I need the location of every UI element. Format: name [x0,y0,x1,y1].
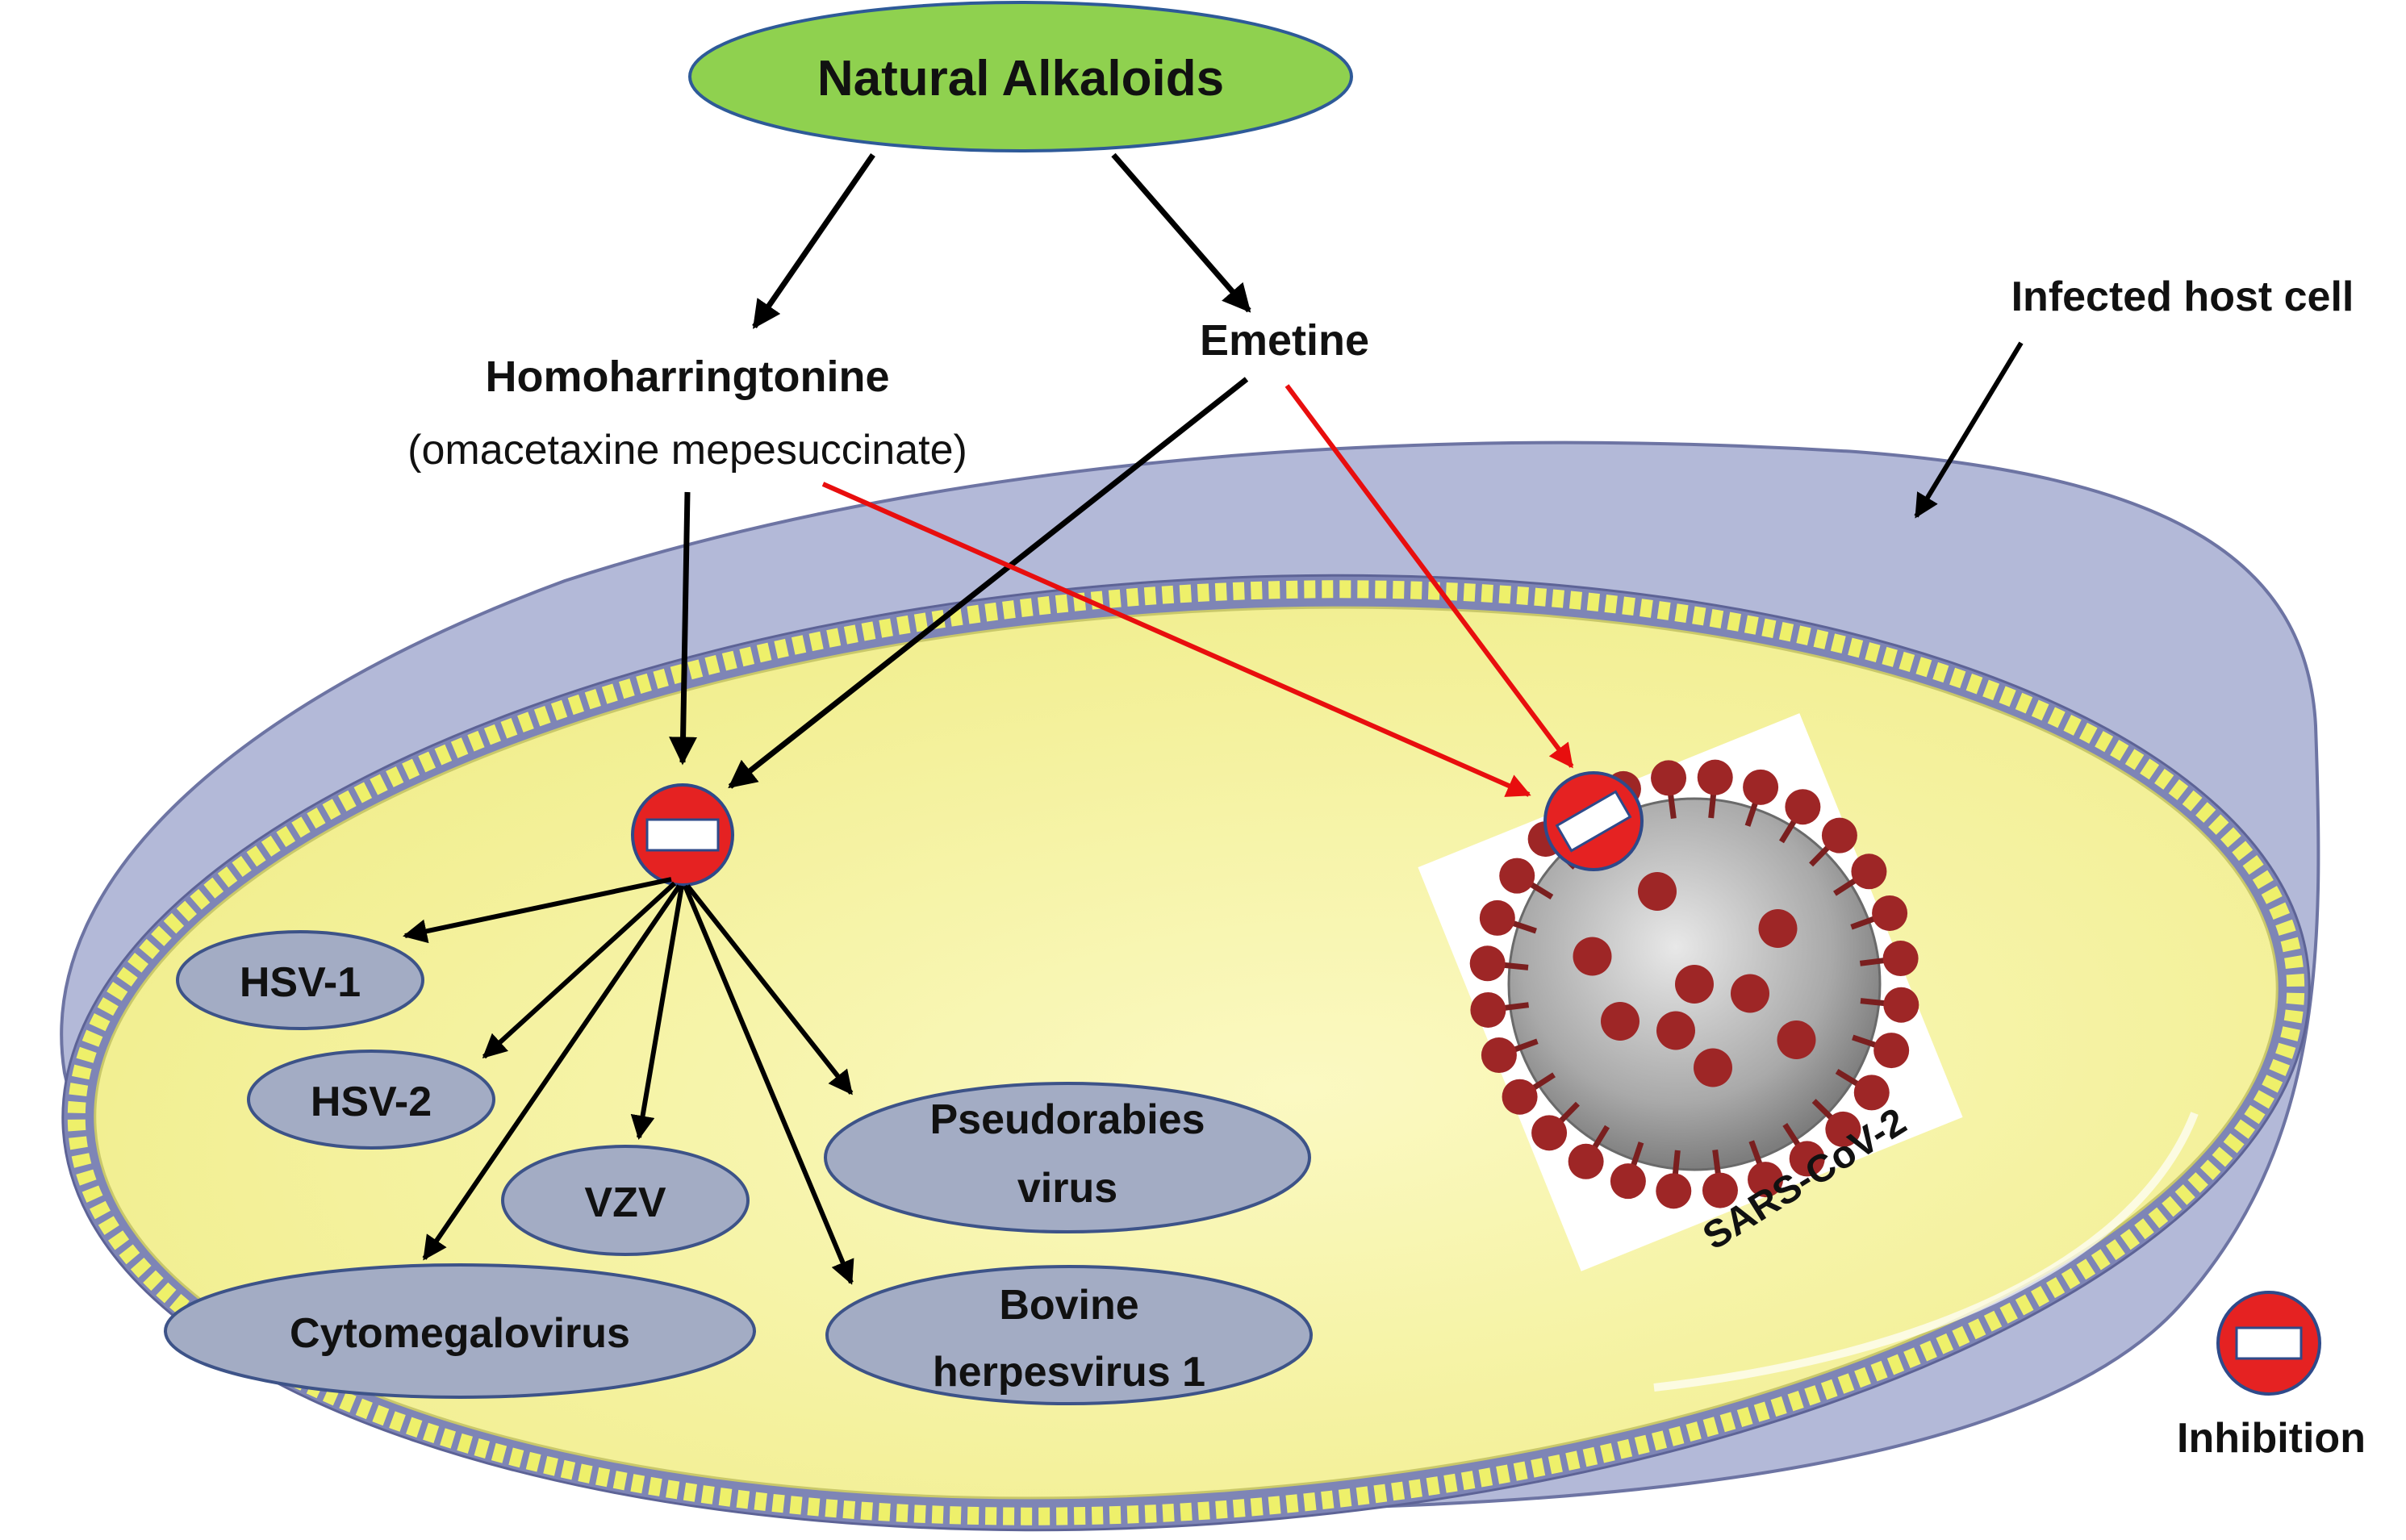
spike-protein [1531,1115,1568,1151]
inhibition-symbol-sars [1543,771,1644,871]
spike-protein [1656,1173,1692,1209]
spike-protein [1743,769,1779,805]
arrow-host-cell-pointer [1914,341,2024,519]
spike-protein [1694,1048,1732,1087]
spike-protein [1568,1143,1604,1179]
spike-protein [1601,1002,1640,1041]
host-cell-label: Infected host cell [2011,273,2354,320]
spike-protein [1469,945,1506,982]
pseudorabies-label-line1: Pseudorabies [929,1096,1205,1143]
spike-protein [1638,872,1677,911]
hsv1-label: HSV-1 [240,959,361,1006]
spike-protein [1872,895,1908,931]
arrow-homoharringtonine-to-inhibition [669,491,698,766]
cell-membrane-beads [67,580,2305,1525]
spike-protein [1873,1033,1910,1069]
virus-pseudorabies: Pseudorabies virus [824,1082,1311,1233]
spike-protein [1470,991,1506,1028]
root-label: Natural Alkaloids [817,51,1224,106]
spike-protein [1479,899,1515,936]
spike-protein [1777,1020,1816,1059]
spike-protein [1502,1079,1538,1115]
spike-protein [1785,789,1821,825]
spike-protein [1758,909,1798,948]
legend-inhibition: Inhibition [2177,1291,2366,1462]
spike-protein [1675,965,1714,1004]
homoharringtonine-label: Homoharringtonine [486,353,890,401]
spike-protein [1731,974,1769,1013]
virus-hsv1: HSV-1 [176,930,424,1030]
cytomegalovirus-label: Cytomegalovirus [290,1310,630,1357]
inhibition-fan-arrows [403,877,854,1285]
legend-inhibition-label: Inhibition [2177,1415,2366,1462]
spike-protein [1882,941,1919,977]
virus-cytomegalovirus: Cytomegalovirus [164,1263,756,1399]
inhibition-symbol-herpes [631,783,734,887]
legend-inhibition-icon [2216,1291,2321,1396]
spike-protein [1883,987,1919,1023]
spike-protein [1825,1111,1861,1147]
spike-protein [1851,853,1887,890]
arrow-emetine-to-inhibition [728,377,1249,789]
emetine-label: Emetine [1200,316,1369,365]
virus-vzv: VZV [501,1145,750,1256]
root-node [688,1,1353,152]
spike-protein [1573,937,1612,976]
spike-protein [1853,1075,1890,1111]
red-arrow-homoharringtonine-to-sars [821,482,1531,797]
spike-protein [1789,1141,1825,1177]
red-arrow-emetine-to-sars [1284,384,1574,769]
spike-protein [1697,759,1733,795]
spike-protein [1651,760,1687,796]
spike-protein [1610,1163,1646,1200]
sars-virion [1469,759,1919,1209]
homoharringtonine-alias-label: (omacetaxine mepesuccinate) [407,427,967,474]
bovine-label-line1: Bovine [999,1282,1138,1329]
spike-protein [1748,1162,1784,1198]
spike-protein [1499,858,1535,894]
vzv-label: VZV [584,1179,666,1226]
bovine-label-line2: herpesvirus 1 [933,1349,1205,1396]
arrow-root-to-emetine [1111,152,1251,313]
virus-bovine-herpesvirus: Bovine herpesvirus 1 [825,1265,1313,1405]
spike-protein [1656,1011,1695,1050]
arrow-root-to-homoharringtonine [752,153,875,329]
pseudorabies-label-line2: virus [1017,1165,1117,1212]
spike-protein [1481,1037,1517,1074]
spike-protein [1821,817,1857,853]
cell-highlight [1653,1112,2199,1392]
virus-hsv2: HSV-2 [247,1050,495,1150]
spike-protein [1702,1172,1738,1208]
hsv2-label: HSV-2 [311,1079,432,1125]
